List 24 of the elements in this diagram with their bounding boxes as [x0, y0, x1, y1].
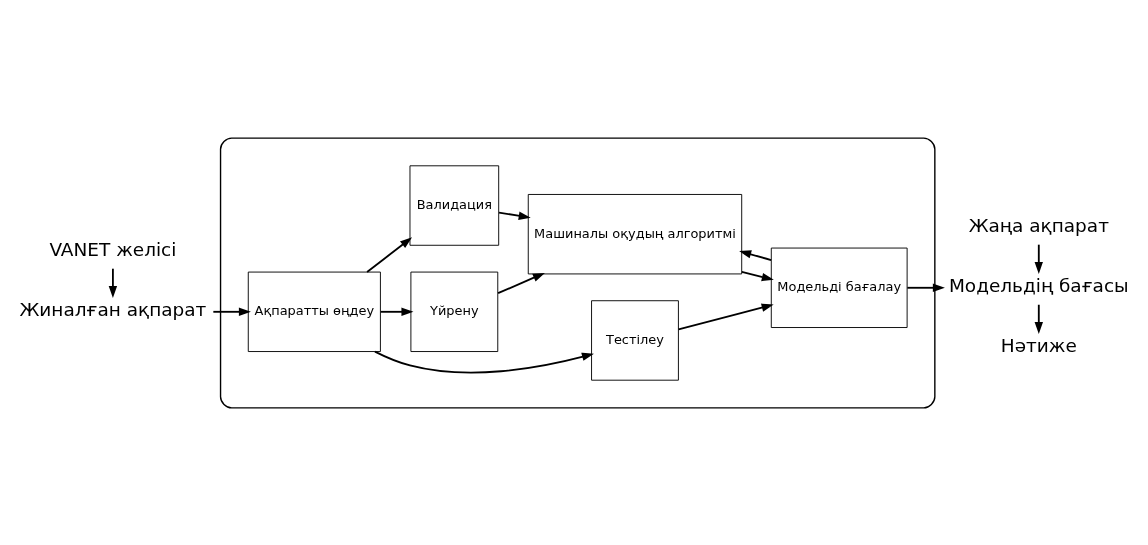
arrow [379, 307, 414, 316]
node-box: Машиналы оқудың алгоритмі [527, 193, 743, 274]
arrow [366, 236, 413, 273]
node-text: Жиналған ақпарат [19, 298, 207, 320]
arrow [740, 270, 774, 281]
node-text: Модельдің бағасы [948, 274, 1129, 296]
arrow [677, 303, 774, 330]
arrow [739, 249, 773, 261]
arrow [498, 211, 531, 220]
arrow [1034, 303, 1043, 334]
node-box: Валидация [409, 164, 500, 246]
node-text: Жаңа ақпарат [968, 214, 1109, 236]
arrow [906, 283, 945, 292]
arrow [374, 350, 594, 374]
node-box: Ақпаратты өңдеу [247, 271, 381, 352]
node-box: Модельді бағалау [770, 247, 908, 328]
node-text: VANET желісі [49, 238, 177, 260]
arrow [212, 307, 251, 316]
node-box: Тестілеу [591, 299, 679, 381]
node-box: Үйрену [410, 271, 499, 352]
arrow [1034, 243, 1043, 274]
node-text: Нәтиже [1000, 334, 1077, 356]
arrow [108, 267, 118, 298]
arrow [497, 272, 545, 294]
